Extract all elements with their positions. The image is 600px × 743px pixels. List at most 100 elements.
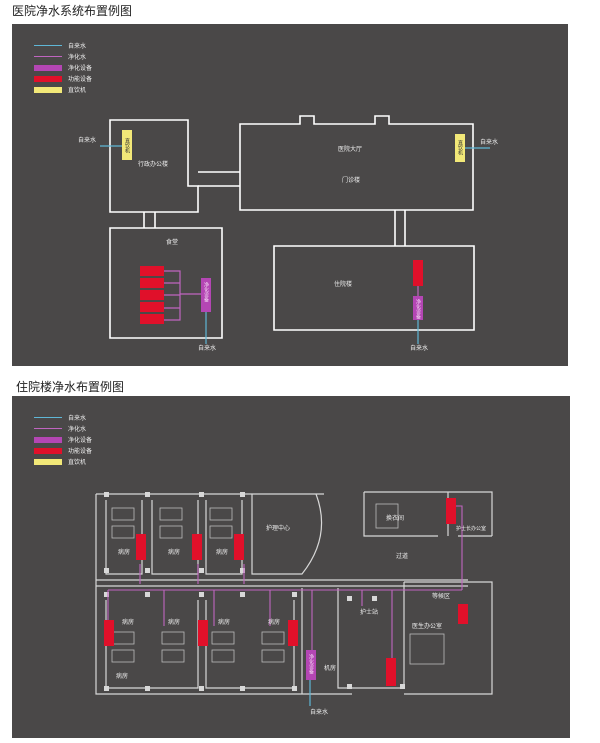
drinking-machine-label: 直饮机: [457, 139, 463, 156]
column: [199, 568, 204, 573]
bed: [261, 631, 285, 645]
purified-water-line: [107, 589, 462, 626]
legend-label: 功能设备: [68, 76, 93, 83]
legend-label: 净化水: [68, 426, 87, 433]
ward-label: 病房: [118, 548, 130, 556]
functional-equipment-block: [198, 620, 208, 646]
purification-label: 净化设备: [415, 298, 421, 320]
diagram1-legend: 自来水 净化水 净化设备 功能设备 直饮机: [34, 40, 92, 95]
bed: [111, 649, 135, 663]
bed: [209, 507, 233, 521]
legend-item-functional-equipment: 功能设备: [34, 445, 92, 456]
legend-label: 净化设备: [68, 65, 93, 72]
purification-label: 净化设备: [308, 653, 314, 675]
legend-label: 直饮机: [68, 459, 87, 466]
bed: [111, 525, 135, 539]
column: [240, 492, 245, 497]
column: [240, 568, 245, 573]
machine-room-label: 机房: [324, 664, 336, 672]
purification-equipment-inpatient: [413, 296, 423, 320]
column: [199, 492, 204, 497]
column: [199, 592, 204, 597]
purified-water-line-swatch: [34, 56, 62, 57]
purification-equipment: [306, 650, 316, 680]
ward-label: 病房: [122, 618, 134, 626]
column: [372, 596, 377, 601]
bed: [211, 649, 235, 663]
functional-equipment-block: [140, 302, 164, 312]
legend-label: 自来水: [68, 415, 87, 422]
legend-item-purification-equipment: 净化设备: [34, 434, 92, 445]
head-nurse-office-label: 护士长办公室: [456, 525, 486, 532]
ward-wall: [105, 500, 243, 575]
column: [347, 596, 352, 601]
column: [145, 592, 150, 597]
legend-label: 净化水: [68, 54, 87, 61]
diagram1-floorplan: 自来水 自来水 自来水 自来水 行政办公楼 医院大厅 门诊楼 食堂 住院楼 直饮…: [78, 115, 498, 352]
functional-equipment-block: [140, 314, 164, 324]
bed: [211, 631, 235, 645]
diagram1-title: 医院净水系统布置例图: [12, 4, 133, 18]
hall-outline: [239, 115, 474, 211]
admin-building-label: 行政办公楼: [138, 160, 168, 168]
corridor-admin-hall: [198, 171, 240, 187]
drinking-machine-swatch: [34, 458, 62, 465]
functional-equipment-swatch: [34, 447, 62, 454]
column: [145, 568, 150, 573]
corridor-hall-inpatient: [394, 210, 406, 246]
tap-water-label-inpatient: 自来水: [410, 344, 428, 352]
purification-label: 净化设备: [203, 281, 209, 303]
diagram2-title: 住院楼净水布置例图: [16, 380, 125, 394]
functional-equipment-block: [140, 266, 164, 276]
legend-label: 功能设备: [68, 448, 93, 455]
legend-item-purification-equipment: 净化设备: [34, 62, 92, 73]
column: [145, 492, 150, 497]
tap-water-line-swatch: [34, 417, 62, 418]
functional-equipment-block: [446, 498, 456, 524]
ward-label: 病房: [168, 548, 180, 556]
column: [292, 686, 297, 691]
column: [104, 492, 109, 497]
center-wall: [301, 582, 405, 694]
legend-item-functional-equipment: 功能设备: [34, 73, 92, 84]
column: [145, 686, 150, 691]
functional-equipment-block: [140, 278, 164, 288]
purified-water-line: [164, 270, 202, 321]
nursing-center-label: 护理中心: [266, 524, 290, 532]
bed: [209, 525, 233, 539]
legend-label: 自来水: [68, 43, 87, 50]
drinking-machine-admin: [122, 130, 132, 160]
legend-item-drinking-machine: 直饮机: [34, 84, 92, 95]
column: [199, 686, 204, 691]
changing-room-label: 换衣间: [386, 514, 404, 522]
purified-water-line: [139, 564, 245, 584]
tap-water-label-canteen: 自来水: [198, 344, 216, 352]
drinking-machine-swatch: [34, 86, 62, 93]
waiting-area-label: 等候区: [432, 592, 450, 600]
nurse-station-label: 护士站: [360, 608, 378, 616]
column: [104, 686, 109, 691]
corridor-admin-canteen: [143, 212, 156, 228]
legend-item-tap-water: 自来水: [34, 40, 92, 51]
east-wall: [363, 491, 493, 695]
ward-label: 病房: [268, 618, 280, 626]
column: [400, 684, 405, 689]
purification-equipment-canteen: [201, 278, 211, 312]
column: [104, 592, 109, 597]
bed: [261, 649, 285, 663]
tap-water-label: 自来水: [310, 708, 328, 716]
legend-item-tap-water: 自来水: [34, 412, 92, 423]
corridor-label: 过道: [396, 552, 408, 560]
legend-label: 净化设备: [68, 437, 93, 444]
doctor-office-label: 医生办公室: [412, 622, 442, 630]
bed: [111, 631, 135, 645]
office-table: [409, 633, 445, 665]
functional-equipment-block: [288, 620, 298, 646]
functional-equipment-block: [104, 620, 114, 646]
diagram2-floorplan: 病房 病房 病房 病房 病房 病房 病房 病房 护理中心 换衣间 护士长办公室 …: [95, 491, 493, 716]
changing-room-fixture: [375, 503, 399, 529]
column: [240, 592, 245, 597]
bed: [159, 507, 183, 521]
inpatient-outline: [273, 245, 475, 331]
functional-equipment-swatch: [34, 75, 62, 82]
